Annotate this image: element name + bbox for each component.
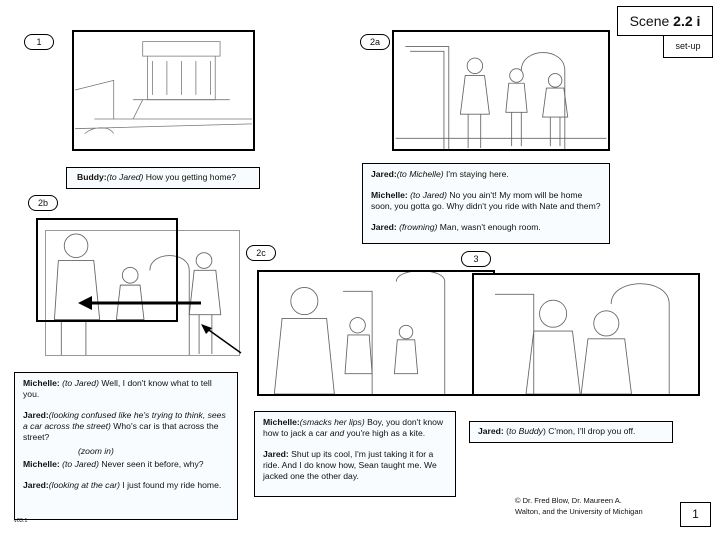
panel-label-3: 3 — [461, 251, 491, 267]
speaker: Michelle: — [263, 417, 300, 427]
panel-2c-dialogue: Michelle:(smacks her lips) Boy, you don'… — [254, 411, 456, 497]
house-sketch — [74, 41, 252, 134]
paren: ( — [503, 426, 510, 436]
speaker: Michelle: — [23, 378, 60, 388]
copyright: © Dr. Fred Blow, Dr. Maureen A. Walton, … — [515, 496, 643, 516]
direction: (to Jared) — [407, 190, 447, 200]
direction: (looking confused like he's trying to th… — [23, 410, 226, 431]
speaker: Jared: — [371, 169, 397, 179]
panel-label-2a: 2a — [360, 34, 390, 50]
panel-2a-sketch — [392, 30, 610, 151]
speaker: Jared: — [23, 480, 49, 490]
room-sketch — [495, 283, 670, 394]
line-text: No you ain't! My mom will be home soon, … — [371, 190, 601, 211]
direction: to Buddy — [509, 426, 543, 436]
panel-1-dialogue: Buddy:(to Jared) How you getting home? — [66, 167, 260, 189]
emphasis: and — [329, 428, 345, 438]
page-number: 1 — [680, 502, 711, 527]
camera-arrows — [78, 296, 242, 354]
arrow-left-icon — [78, 296, 92, 310]
panel-2b-sketch — [45, 230, 240, 356]
speaker: Jared: — [263, 449, 289, 459]
panel-2a-dialogue: Jared:(to Michelle) I'm staying here. Mi… — [362, 163, 610, 244]
speaker: Buddy: — [77, 172, 107, 182]
line-text: Shut up its cool, I'm just taking it for… — [263, 449, 437, 481]
panel-3-dialogue: Jared: (to Buddy) C'mon, I'll drop you o… — [469, 421, 673, 443]
room-sketch — [395, 46, 607, 149]
room-sketch — [273, 272, 446, 394]
scene-title: Scene 2.2 i — [617, 6, 713, 36]
direction: (frowning) — [396, 222, 438, 232]
line-text: Boy, you don't know how to jack a car — [263, 417, 444, 438]
scene-label: Scene — [629, 13, 670, 29]
direction: (smacks her lips) — [299, 417, 365, 427]
direction: (to Jared) — [106, 172, 144, 182]
speaker: Jared: — [371, 222, 397, 232]
direction: (to Jared) — [59, 378, 99, 388]
speaker: Michelle: — [23, 459, 60, 469]
panel-label-2b: 2b — [28, 195, 58, 211]
scene-subtitle: set-up — [663, 35, 713, 58]
panel-label-2c: 2c — [246, 245, 276, 261]
panel-1-sketch — [72, 30, 255, 151]
line-text: I just found my ride home. — [119, 480, 222, 490]
speaker: Jared: — [23, 410, 49, 420]
line-text: ) C'mon, I'll drop you off. — [542, 426, 636, 436]
direction: (to Michelle) — [396, 169, 444, 179]
direction: (looking at the car) — [48, 480, 120, 490]
direction: (to Jared) — [59, 459, 99, 469]
line-text: Who's car is that across the street? — [23, 421, 219, 442]
line-text: How you getting home? — [143, 172, 237, 182]
line-text: Well, I don't know what to tell you. — [23, 378, 212, 399]
speaker: Jared: — [478, 426, 504, 436]
line-text: I'm staying here. — [443, 169, 509, 179]
line-text: you're high as a kite. — [344, 428, 426, 438]
panel-2b-dialogue: Michelle: (to Jared) Well, I don't know … — [14, 372, 238, 520]
line-text: Man, wasn't enough room. — [437, 222, 541, 232]
room-sketch — [53, 233, 222, 355]
line-text: Never seen it before, why? — [98, 459, 204, 469]
version-label: v03.1 — [14, 518, 28, 524]
panel-3-sketch — [472, 273, 700, 396]
panel-2c-sketch — [257, 270, 495, 396]
arrow-icon — [201, 324, 212, 334]
panel-label-1: 1 — [24, 34, 54, 50]
scene-number: 2.2 i — [673, 13, 701, 29]
zoom-frame — [36, 218, 178, 322]
speaker: Michelle: — [371, 190, 408, 200]
camera-note: (zoom in) — [78, 446, 114, 456]
